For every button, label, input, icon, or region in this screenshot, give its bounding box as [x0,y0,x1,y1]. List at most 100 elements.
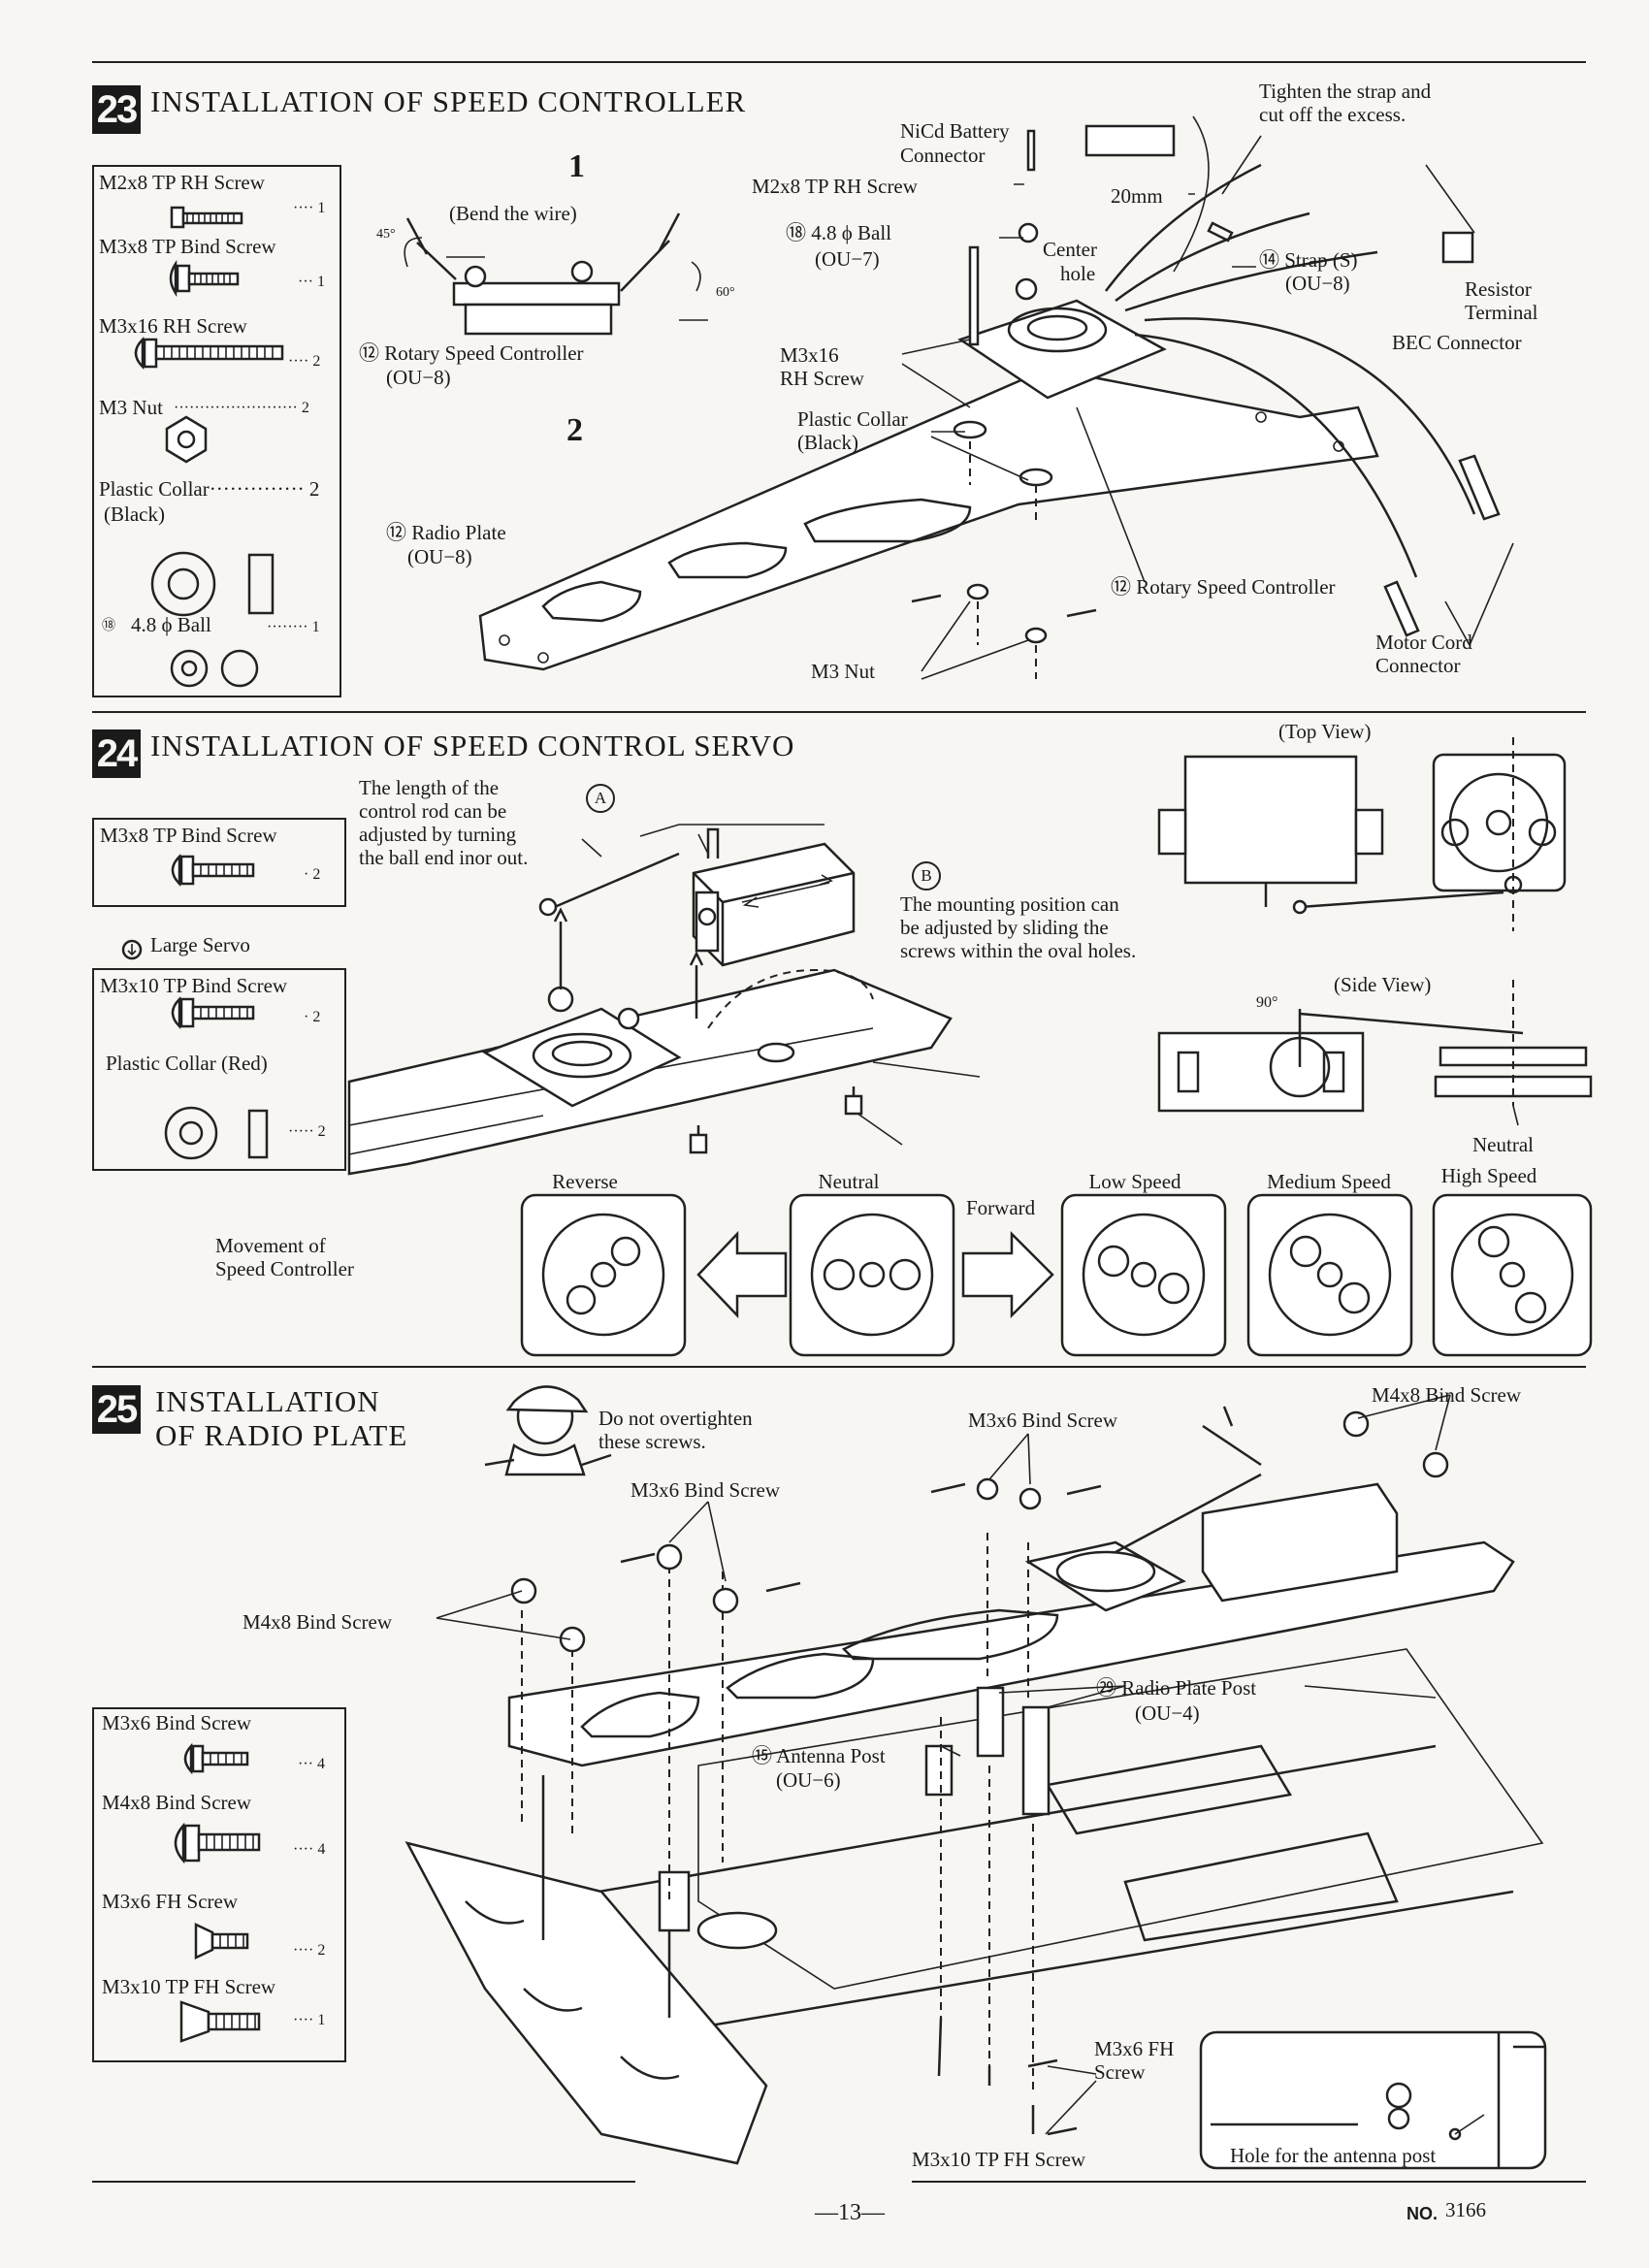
position-label-reverse: Reverse [552,1170,618,1193]
bottom-rule-right [912,2181,1586,2183]
side-view-servo [1157,980,1593,1126]
screw-icon [194,1923,249,1960]
ball-code: (OU−7) [815,247,880,271]
part-label: (Black) [104,502,165,526]
screw-icon [169,259,240,298]
radio-plate-code: (OU−8) [407,545,472,568]
collar-icon [150,551,275,617]
speed-controller-step2 [957,115,1501,637]
part-label: M3x10 TP FH Screw [102,1975,276,1998]
rotary-speed-controller-label: ⑫ Rotary Speed Controller [359,341,584,365]
strap-label: ⑭ Strap (S) [1259,248,1358,272]
radio-plate-post-code: (OU−4) [1135,1701,1200,1725]
movement-label-2: Speed Controller [215,1257,354,1280]
hardware-23 [911,420,1097,679]
forward-label: Forward [966,1196,1036,1219]
m3x16-label-2: RH Screw [780,367,864,390]
overtighten-note: Do not overtighten [598,1407,753,1430]
part-qty: ···· 1 [293,200,326,216]
antenna-post-code: (OU−6) [776,1768,841,1792]
position-label-high: High Speed [1440,1164,1537,1187]
mount-note: The mounting position can [900,892,1119,916]
part-qty: ························ 2 [174,400,309,416]
posts-and-screws-25 [510,1410,1449,2136]
m3x6-bind-top-label: M3x6 Bind Screw [968,1409,1117,1432]
part-label: M3x6 FH Screw [102,1890,238,1913]
part-label: M3x8 TP Bind Screw [99,235,276,258]
m3x10-tp-fh-label: M3x10 TP FH Screw [912,2148,1086,2171]
parts-24b-drawings [164,995,269,1160]
mount-note-2: be adjusted by sliding the [900,916,1109,939]
screw-icon [183,1742,249,1775]
section-title-24: INSTALLATION OF SPEED CONTROL SERVO [150,729,795,762]
part-label: M3x16 RH Screw [99,314,247,338]
rod-note-2: control rod can be [359,799,507,823]
nicd-label-2: Connector [900,144,986,167]
plastic-collar-label: Plastic Collar [797,407,908,431]
position-label-neutral: Neutral [818,1170,880,1193]
part-qty: ····· 2 [288,1123,326,1140]
suspension-assembly [404,1775,778,2165]
dials-24 [520,1193,1593,1357]
20mm-label: 20mm [1111,184,1163,208]
part-qty: ···· 2 [288,353,321,370]
rod-note-4: the ball end inor out. [359,846,529,869]
angle-45-label: 45° [376,227,396,242]
top-view-servo [1157,737,1567,931]
step-number-1: 1 [568,148,585,184]
parts-box-23: M2x8 TP RH Screw ···· 1 M3x8 TP Bind Scr… [92,165,341,697]
position-label-medium: Medium Speed [1267,1170,1391,1193]
part-label: M3x6 Bind Screw [102,1711,251,1734]
bend-wire-label: (Bend the wire) [449,202,577,225]
m2x8-label: M2x8 TP RH Screw [752,175,918,198]
parts-23-drawings [134,206,284,688]
parts-box-25: M3x6 Bind Screw ··· 4 M4x8 Bind Screw ··… [92,1707,346,2062]
part-qty: ··· 4 [298,1756,325,1772]
mount-note-3: screws within the oval holes. [900,939,1137,962]
nicd-label: NiCd Battery [900,119,1010,143]
part-code: ⑱ [102,619,115,633]
angle-60-label: 60° [716,285,735,300]
center-hole-label-2: hole [1060,262,1096,285]
side-view-label: (Side View) [1334,973,1432,996]
angle-90-label: 90° [1256,994,1278,1011]
ball-icon [170,649,259,688]
part-qty: · 2 [304,866,321,883]
antenna-hole-label: Hole for the antenna post [1230,2144,1437,2167]
doc-number: 3166 [1445,2198,1486,2221]
m3x16-label: M3x16 [780,343,839,367]
divider-25 [92,1366,1586,1368]
strap-code: (OU−8) [1285,272,1350,295]
section-number-23: 23 [92,85,141,134]
screw-icon [174,1822,261,1864]
top-rule [92,61,1586,63]
doc-number-label: NO. [1406,2204,1439,2223]
step-number-2: 2 [566,412,583,448]
part-qty: ········ 1 [267,619,320,635]
part-qty: ···· 1 [293,2012,326,2028]
rod-note-3: adjusted by turning [359,823,517,846]
leader-lines-25 [436,1394,1485,2135]
part-label: M3x10 TP Bind Screw [100,974,288,997]
radio-plate-23 [478,367,1379,671]
m3x6-bind-left-label: M3x6 Bind Screw [630,1478,780,1502]
part-label: M4x8 Bind Screw [102,1791,251,1814]
tighten-label: Tighten the strap and [1259,80,1432,103]
part-label: Plastic Collar (Red) [106,1052,268,1075]
part-qty: ···· 2 [293,1942,326,1959]
radio-plate-post-label: ㉙ Radio Plate Post [1096,1676,1257,1700]
part-qty: ···· 4 [293,1841,326,1858]
bec-connector-label: BEC Connector [1392,331,1522,354]
m3x6-fh-label: M3x6 FH [1094,2037,1175,2060]
large-servo-label: Large Servo [150,933,250,956]
part-label: Plastic Collar·············· 2 [99,477,320,501]
divider-24 [92,711,1586,713]
movement-label: Movement of [215,1234,326,1257]
callout-a: A [586,784,615,813]
resistor-label: Resistor [1465,277,1532,301]
rotary-speed-controller-label-2: ⑫ Rotary Speed Controller [1111,575,1336,599]
motor-cord-label-2: Connector [1375,654,1461,677]
top-view-label: (Top View) [1278,720,1372,743]
overtighten-note-2: these screws. [598,1430,706,1453]
page-number: —13— [815,2200,885,2225]
